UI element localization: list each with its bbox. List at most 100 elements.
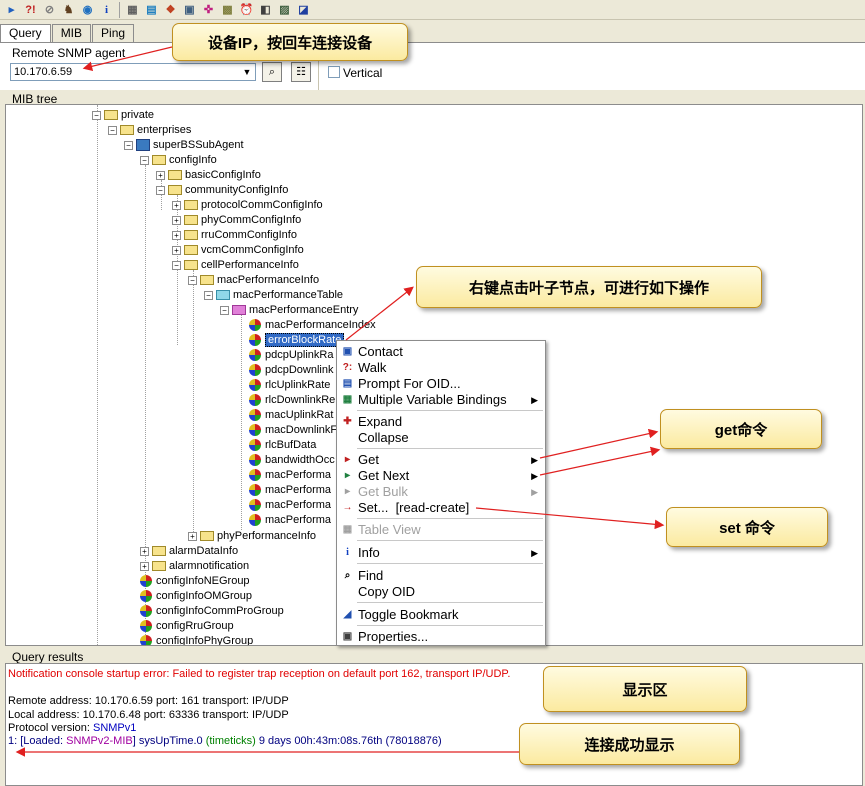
contact-icon: ▣ <box>342 346 353 357</box>
chevron-down-icon[interactable]: ▼ <box>242 67 252 77</box>
menu-item-find[interactable]: ⌕Find <box>338 568 544 584</box>
tree-node[interactable]: −macPerformanceTable <box>204 288 343 303</box>
tree-node[interactable]: −macPerformanceEntry <box>220 303 358 318</box>
tree-node[interactable]: +phyPerformanceInfo <box>188 529 316 544</box>
tree-node[interactable]: +alarmnotification <box>140 559 249 574</box>
graph-icon[interactable]: ▤ <box>146 4 157 16</box>
tree-node[interactable]: −cellPerformanceInfo <box>172 258 299 273</box>
help-query-icon[interactable]: ?! <box>25 3 36 16</box>
tree-node[interactable]: −enterprises <box>108 123 191 138</box>
submenu-arrow-icon: ▶ <box>531 455 538 465</box>
info-icon[interactable]: i <box>104 3 109 16</box>
bookmark-icon[interactable]: ◧ <box>260 4 271 16</box>
alarm-icon[interactable]: ⏰ <box>239 4 254 16</box>
result-line-remote: Remote address: 10.170.6.59 port: 161 tr… <box>8 695 289 707</box>
tree-leaf[interactable]: rlcUplinkRate <box>236 378 330 393</box>
menu-item-properties[interactable]: ▣Properties... <box>342 629 429 644</box>
menu-item-get[interactable]: ▸Get▶ <box>338 452 544 468</box>
table-icon: ▦ <box>342 524 353 535</box>
tree-leaf[interactable]: pdcpDownlink <box>236 363 333 378</box>
tree-leaf[interactable]: macPerforma <box>236 513 331 528</box>
tree-leaf[interactable]: macUplinkRat <box>236 408 333 423</box>
tree-leaf[interactable]: configInfoPhyGroup <box>140 634 253 645</box>
tab-mib[interactable]: MIB <box>51 24 92 42</box>
toolbar-separator <box>119 1 120 18</box>
callout-connected: 连接成功显示 <box>519 723 740 765</box>
tree-leaf[interactable]: macDownlinkF <box>236 423 337 438</box>
binoculars-icon: ⌕ <box>344 570 351 581</box>
tree-leaf[interactable]: configInfoCommProGroup <box>140 604 284 619</box>
menu-separator <box>357 563 543 564</box>
tree-node[interactable]: +rruCommConfigInfo <box>172 228 297 243</box>
tree-node[interactable]: +phyCommConfigInfo <box>172 213 301 228</box>
table-view-icon[interactable]: ▦ <box>127 4 138 16</box>
tree-node[interactable]: +protocolCommConfigInfo <box>172 198 323 213</box>
tree-leaf[interactable]: macPerforma <box>236 483 331 498</box>
menu-item-get-next[interactable]: ▸Get Next▶ <box>338 468 544 484</box>
get-next-icon: ▸ <box>344 470 351 481</box>
tab-ping[interactable]: Ping <box>92 24 135 42</box>
tree-node[interactable]: +basicConfigInfo <box>156 168 261 183</box>
info-icon: i <box>346 547 349 558</box>
menu-separator <box>357 625 543 626</box>
result-line-protocol: Protocol version: SNMPv1 <box>8 722 137 734</box>
submenu-arrow-icon: ▶ <box>531 487 538 497</box>
tree-leaf[interactable]: macPerforma <box>236 498 331 513</box>
menu-item-walk[interactable]: ?:Walk <box>342 360 387 375</box>
callout-device-ip: 设备IP，按回车连接设备 <box>172 23 408 61</box>
agent-address-combo[interactable]: 10.170.6.59 ▼ <box>10 63 256 81</box>
stop-icon[interactable]: ⊘ <box>44 4 55 16</box>
tab-query[interactable]: Query <box>0 24 51 43</box>
menu-item-set[interactable]: →Set... [read-create] <box>342 500 470 515</box>
tree-node[interactable]: −configInfo <box>140 153 217 168</box>
menu-item-toggle-bookmark[interactable]: ◢Toggle Bookmark <box>338 607 544 623</box>
result-line-error: Notification console startup error: Fail… <box>8 668 511 680</box>
tree-leaf[interactable]: rlcBufData <box>236 438 316 453</box>
agent-address-value: 10.170.6.59 <box>14 66 73 78</box>
result-line-sysuptime: 1: [Loaded: SNMPv2-MIB] sysUpTime.0 (tim… <box>8 735 442 747</box>
query-agent-button[interactable]: ⌕ <box>262 62 282 82</box>
export-icon[interactable]: ◪ <box>298 4 309 16</box>
vertical-checkbox[interactable] <box>328 66 340 78</box>
globe-icon[interactable]: ◉ <box>82 4 93 16</box>
tree-leaf[interactable]: configRruGroup <box>140 619 234 634</box>
tree-leaf[interactable]: bandwidthOcc <box>236 453 335 468</box>
monitor-icon[interactable]: ▣ <box>184 4 195 16</box>
tree-node[interactable]: −macPerformanceInfo <box>188 273 319 288</box>
tree-leaf[interactable]: macPerforma <box>236 468 331 483</box>
agent-properties-button[interactable]: ☷ <box>291 62 311 82</box>
menu-item-get-bulk: ▸Get Bulk▶ <box>338 484 544 500</box>
walk-icon[interactable]: ♞ <box>63 4 74 16</box>
vertical-label: Vertical <box>343 66 383 80</box>
tree-leaf[interactable]: configInfoOMGroup <box>140 589 252 604</box>
tree-icon[interactable]: ✜ <box>203 4 214 16</box>
submenu-arrow-icon: ▶ <box>531 548 538 558</box>
settings-icon[interactable]: ▨ <box>279 4 290 16</box>
tree-leaf[interactable]: macPerformanceIndex <box>236 318 376 333</box>
tree-leaf[interactable]: pdcpUplinkRa <box>236 348 333 363</box>
menu-item-table-view: ▦Table View <box>342 522 421 537</box>
menu-item-multiple-bindings[interactable]: ▦Multiple Variable Bindings▶ <box>342 392 538 407</box>
tree-node[interactable]: −communityConfigInfo <box>156 183 288 198</box>
tree-node[interactable]: +alarmDataInfo <box>140 544 238 559</box>
bookmark-icon: ◢ <box>343 609 352 620</box>
menu-item-contact[interactable]: ▣Contact <box>342 344 403 359</box>
menu-item-prompt-oid[interactable]: ▤Prompt For OID... <box>342 376 461 391</box>
menu-item-expand[interactable]: ✚Expand <box>338 414 544 430</box>
trap-icon[interactable]: ❖ <box>165 4 176 16</box>
open-agent-icon[interactable]: ▸ <box>8 4 15 16</box>
set-icon: → <box>342 502 353 513</box>
tree-leaf[interactable]: configInfoNEGroup <box>140 574 250 589</box>
menu-item-collapse[interactable]: Collapse <box>358 430 409 445</box>
tree-leaf[interactable]: rlcDownlinkRe <box>236 393 335 408</box>
tree-node[interactable]: −superBSSubAgent <box>124 138 244 153</box>
result-line-local: Local address: 10.170.6.48 port: 63336 t… <box>8 709 289 721</box>
menu-item-copy-oid[interactable]: Copy OID <box>358 584 416 599</box>
callout-set: set 命令 <box>666 507 828 547</box>
tree-node[interactable]: +vcmCommConfigInfo <box>172 243 304 258</box>
tree-node[interactable]: −private <box>92 108 154 123</box>
menu-separator <box>357 448 543 449</box>
log-icon[interactable]: ▩ <box>222 4 233 16</box>
tree-leaf-selected[interactable]: errorBlockRate <box>236 333 345 348</box>
